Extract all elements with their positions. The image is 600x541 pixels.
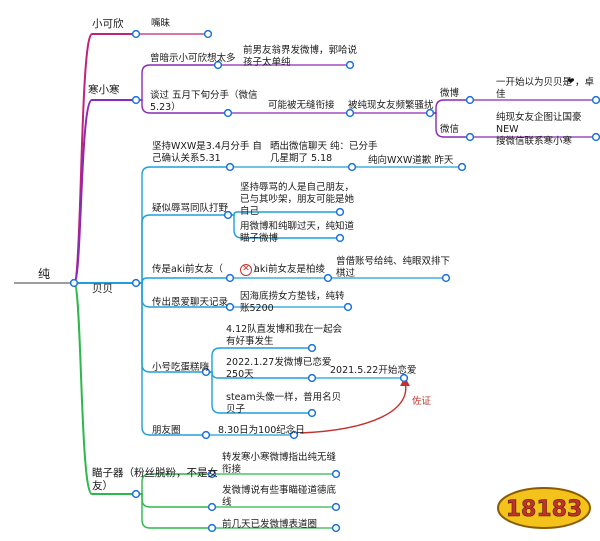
branch-beibei-label: 贝贝 — [92, 283, 113, 295]
expand-node[interactable] — [345, 60, 355, 70]
hanxiaohan-item-2b: 被纯现女友频繁骚扰 — [348, 100, 434, 111]
beibei-item-5b: 2022.1.27发微博已恋爱 250天 — [226, 357, 332, 380]
connector-line — [430, 112, 470, 138]
miaoziqi-item-3: 前几天已发微博表道圈 — [222, 519, 318, 530]
expand-node[interactable] — [323, 273, 333, 283]
expand-node[interactable] — [289, 430, 299, 440]
beibei-item-1b: 纯向WXW道歉 昨天 — [368, 155, 454, 166]
black-heart-icon: ❤ — [567, 77, 575, 87]
expand-node[interactable] — [203, 29, 213, 39]
expand-node[interactable] — [331, 523, 341, 533]
beibei-item-6: 朋友圈 — [152, 425, 181, 436]
connector-line — [136, 64, 218, 101]
beibei-item-1: 坚持WXW是3.4月分手 自 己确认关系5.31 — [152, 141, 262, 164]
evidence-arrow — [299, 381, 407, 434]
hanxiaohan-item-2a: 可能被无缝衔接 — [268, 100, 335, 111]
connector-line — [136, 493, 212, 529]
watermark-logo: 18183 — [497, 487, 591, 529]
connector-line — [136, 214, 228, 284]
connector-line — [136, 99, 228, 114]
branch-line-hanxiaohan — [73, 99, 136, 284]
red-x-icon: ✕ — [240, 264, 252, 276]
connector-line — [136, 277, 230, 284]
beibei-item-5b-date: 2021.5.22开始恋爱 — [330, 365, 417, 376]
beibei-item-2: 疑似辱骂同队打野 — [152, 203, 229, 214]
expand-node[interactable] — [69, 278, 79, 288]
branch-hanxiaohan-label: 寒小寒 — [88, 84, 120, 96]
miaoziqi-item-1: 转发寒小寒微博指出纯无缝 衔接 — [222, 452, 337, 475]
expand-node[interactable] — [213, 60, 223, 70]
xiaokexin-item-1: 嘴昧 — [151, 18, 171, 29]
beibei-item-3: 传是aki前女友（ — [152, 264, 223, 275]
expand-node[interactable] — [225, 273, 235, 283]
expand-node[interactable] — [399, 373, 409, 383]
expand-node[interactable] — [207, 502, 217, 512]
expand-node[interactable] — [331, 502, 341, 512]
expand-node[interactable] — [223, 210, 233, 220]
connector-line — [206, 371, 312, 414]
branch-line-miaoziqi — [73, 282, 136, 495]
branch-miaoziqi-label: 瞄子器（粉丝脱粉，不是女 友） — [92, 467, 218, 492]
hanxiaohan-weibo: 微博 — [440, 88, 460, 99]
expand-node[interactable] — [441, 273, 451, 283]
connector-line — [136, 493, 212, 508]
hanxiaohan-weixin: 微信 — [440, 124, 460, 135]
hanxiaohan-weixin-a: 纯现女友企图让国豪NEW 搜微信联系寒小寒 — [496, 112, 582, 147]
beibei-item-1a: 晒出微信聊天 纯：已分手 几星期了 5.18 — [270, 141, 378, 164]
expand-node[interactable] — [307, 343, 317, 353]
connector-line — [136, 166, 230, 284]
expand-node[interactable] — [335, 233, 345, 243]
beibei-item-2a: 坚持辱骂的人是自己朋友， 已与其吵架，朋友可能是她 自己 — [240, 182, 355, 217]
expand-node[interactable] — [225, 162, 235, 172]
hanxiaohan-item-2: 谈过 五月下旬分手（微信 5.23） — [150, 90, 258, 113]
expand-node[interactable] — [207, 523, 217, 533]
connector-line — [206, 347, 312, 373]
expand-node[interactable] — [343, 302, 353, 312]
expand-node[interactable] — [347, 162, 357, 172]
expand-node[interactable] — [131, 278, 141, 288]
expand-node[interactable] — [591, 95, 600, 105]
expand-node[interactable] — [465, 132, 475, 142]
expand-node[interactable] — [201, 367, 211, 377]
connector-line — [136, 282, 206, 436]
beibei-item-3b: 曾借账号给纯、纯眼双排下 棋过 — [336, 256, 451, 279]
hanxiaohan-weibo-a: 一开始以为贝贝是 ，卓 佳 — [496, 77, 595, 100]
expand-node[interactable] — [425, 108, 435, 118]
beibei-item-3-close: ） — [253, 264, 263, 275]
hanxiaohan-item-1a: 前男友翁界发微博，郭哈说 孩子太单纯 — [243, 45, 358, 68]
expand-node[interactable] — [457, 162, 467, 172]
hanxiaohan-item-1: 曾暗示小可欣想太多 — [150, 53, 236, 64]
expand-node[interactable] — [307, 373, 317, 383]
beibei-item-2b: 用微博和纯聊过天，纯知道 瞄子微博 — [240, 221, 355, 244]
expand-node[interactable] — [335, 207, 345, 217]
expand-node[interactable] — [201, 430, 211, 440]
expand-node[interactable] — [131, 489, 141, 499]
beibei-item-5a: 4.12队直发博和我在一起会 有好事发生 — [226, 324, 343, 347]
expand-node[interactable] — [131, 95, 141, 105]
branch-xiaokexin-label: 小可欣 — [92, 18, 124, 30]
beibei-item-5: 小号吃蛋糕嗨 — [152, 362, 210, 373]
root-label: 纯 — [38, 267, 51, 281]
expand-node[interactable] — [223, 108, 233, 118]
svg-text:18183: 18183 — [506, 497, 583, 522]
beibei-item-5c: steam头像一样，普用名贝 贝子 — [226, 392, 342, 415]
expand-node[interactable] — [131, 29, 141, 39]
expand-node[interactable] — [307, 408, 317, 418]
connector-line — [430, 99, 470, 114]
expand-node[interactable] — [591, 132, 600, 142]
beibei-item-4a: 因海底捞女方垫钱，纯转 账5200 — [240, 291, 345, 314]
beibei-item-4: 传出恩爱聊天记录 — [152, 297, 229, 308]
evidence-label: 佐证 — [412, 396, 432, 407]
expand-node[interactable] — [225, 302, 235, 312]
expand-node[interactable] — [345, 108, 355, 118]
beibei-item-6a: 8.30日为100纪念日 — [218, 425, 305, 436]
beibei-item-3a: aki前女友是柏绫 — [254, 264, 325, 275]
connector-line — [136, 473, 212, 495]
expand-node[interactable] — [207, 469, 217, 479]
expand-node[interactable] — [331, 469, 341, 479]
miaoziqi-item-2: 发微博说有些事瞄碰道德底 线 — [222, 485, 337, 508]
expand-node[interactable] — [465, 95, 475, 105]
connector-line — [228, 214, 340, 239]
